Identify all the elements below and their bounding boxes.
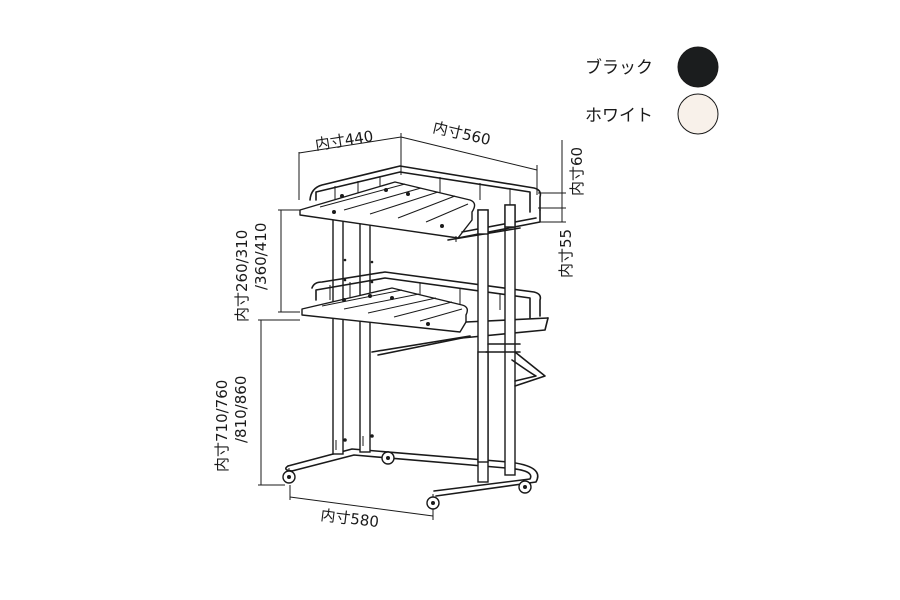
color-legend: ブラック ホワイト <box>585 46 719 135</box>
upper-front-posts <box>477 204 516 235</box>
dim-upper-height-line1: 内寸260/310 <box>233 230 251 322</box>
dim-shelf-gap: 内寸55 <box>557 229 575 278</box>
caster-back-left <box>282 468 296 484</box>
caster-front-left <box>426 494 440 510</box>
upper-shelf <box>299 165 542 242</box>
lower-shelf <box>301 271 549 356</box>
dim-upper-height-line2: /360/410 <box>252 223 270 290</box>
caster-front-right <box>518 480 532 494</box>
legend-black-label: ブラック <box>585 57 653 78</box>
base-frame <box>284 448 539 497</box>
dim-lower-height-line1: 内寸710/760 <box>213 380 231 472</box>
dim-top-depth: 内寸440 <box>314 127 375 154</box>
legend-white-label: ホワイト <box>585 106 653 126</box>
back-posts <box>332 215 374 455</box>
dim-top-width: 内寸560 <box>431 118 492 149</box>
dimension-lines <box>258 133 566 520</box>
legend-black-swatch <box>677 46 719 88</box>
legend-white-swatch <box>677 93 719 135</box>
front-posts <box>477 204 546 483</box>
cart-illustration <box>282 165 549 510</box>
dim-lower-height-line2: /810/860 <box>232 376 250 443</box>
caster-back-right <box>381 451 395 465</box>
dim-base-width: 内寸580 <box>320 506 380 531</box>
dim-rail-height: 内寸60 <box>568 147 586 196</box>
